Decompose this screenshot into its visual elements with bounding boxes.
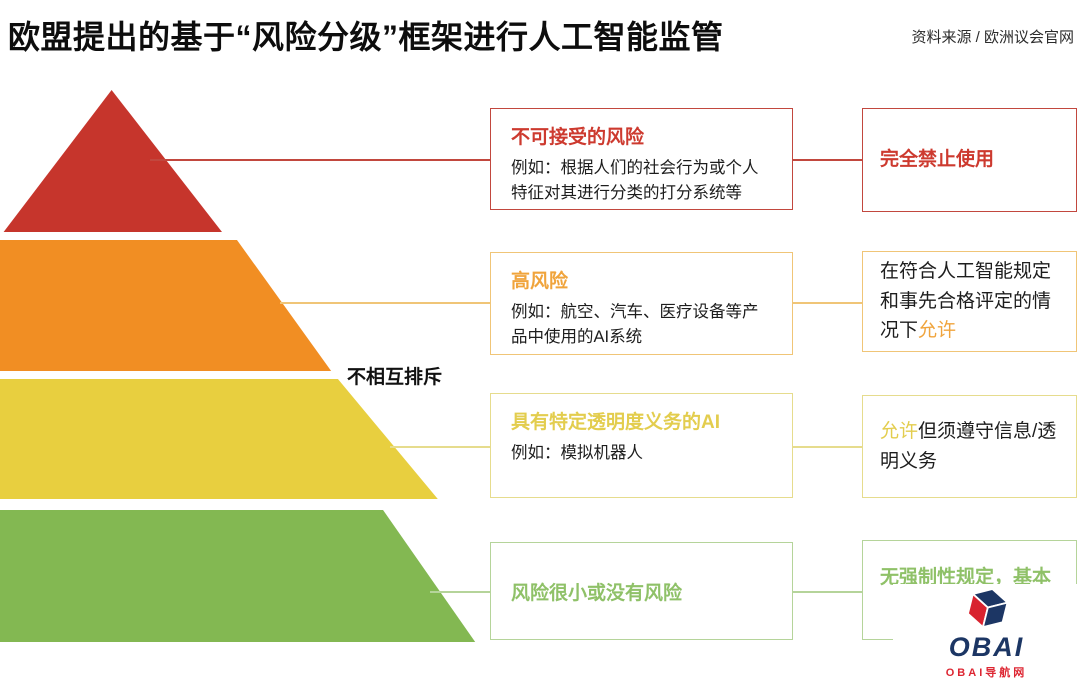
rule-text: 在符合人工智能规定和事先合格评定的情况下允许: [880, 261, 1052, 342]
risk-example: 例如：航空、汽车、医疗设备等产品中使用的AI系统: [511, 303, 759, 346]
rule-text: 完全禁止使用: [880, 145, 994, 174]
rule-text: 无强制性规定，基本: [880, 563, 1051, 592]
risk-desc-box-unacceptable: 不可接受的风险 例如：根据人们的社会行为或个人特征对其进行分类的打分系统等: [490, 108, 793, 210]
logo-text: OBAI: [948, 632, 1025, 662]
source-credit: 资料来源 / 欧洲议会官网: [911, 29, 1074, 46]
risk-title: 风险很小或没有风险: [511, 582, 683, 604]
rule-highlight: 完全禁止使用: [880, 149, 995, 171]
connector-line: [430, 591, 490, 593]
rule-text: 允许但须遵守信息/透明义务: [880, 421, 1057, 472]
pyramid-note: 不相互排斥: [347, 367, 443, 388]
risk-desc-box-transparency: 具有特定透明度义务的AI 例如：模拟机器人: [490, 393, 793, 498]
risk-example: 例如：模拟机器人: [511, 444, 643, 462]
connector-line: [793, 446, 862, 448]
rule-highlight: 允许: [880, 421, 919, 443]
cube-logo-icon: [966, 588, 1009, 629]
pyramid-level-unacceptable: [3, 90, 222, 232]
connector-line: [390, 446, 490, 448]
risk-desc-box-high-risk: 高风险 例如：航空、汽车、医疗设备等产品中使用的AI系统: [490, 252, 793, 355]
rule-box-transparency: 允许但须遵守信息/透明义务: [862, 395, 1077, 498]
connector-line: [793, 302, 862, 304]
pyramid-level-high-risk: [0, 240, 332, 371]
rule-box-unacceptable: 完全禁止使用: [862, 108, 1077, 212]
risk-example: 例如：根据人们的社会行为或个人特征对其进行分类的打分系统等: [511, 159, 759, 202]
pyramid-level-transparency: [0, 379, 438, 499]
connector-line: [280, 302, 490, 304]
connector-line: [793, 591, 862, 593]
logo-subtext: OBAI导航网: [945, 667, 1028, 679]
obai-logo: OBAI OBAI导航网: [893, 584, 1080, 682]
page-title: 欧盟提出的基于“风险分级”框架进行人工智能监管: [8, 19, 724, 55]
rule-highlight: 允许: [918, 320, 957, 342]
pyramid-level-minimal-risk: [0, 510, 476, 642]
risk-title: 不可接受的风险: [511, 127, 645, 148]
risk-title: 高风险: [511, 271, 569, 292]
rule-highlight: 无强制性规定，基本: [880, 567, 1052, 588]
connector-line: [793, 159, 862, 161]
rule-box-high-risk: 在符合人工智能规定和事先合格评定的情况下允许: [862, 251, 1077, 352]
risk-title: 具有特定透明度义务的AI: [511, 412, 721, 433]
connector-line: [150, 159, 490, 161]
risk-desc-box-minimal-risk: 风险很小或没有风险: [490, 542, 793, 640]
